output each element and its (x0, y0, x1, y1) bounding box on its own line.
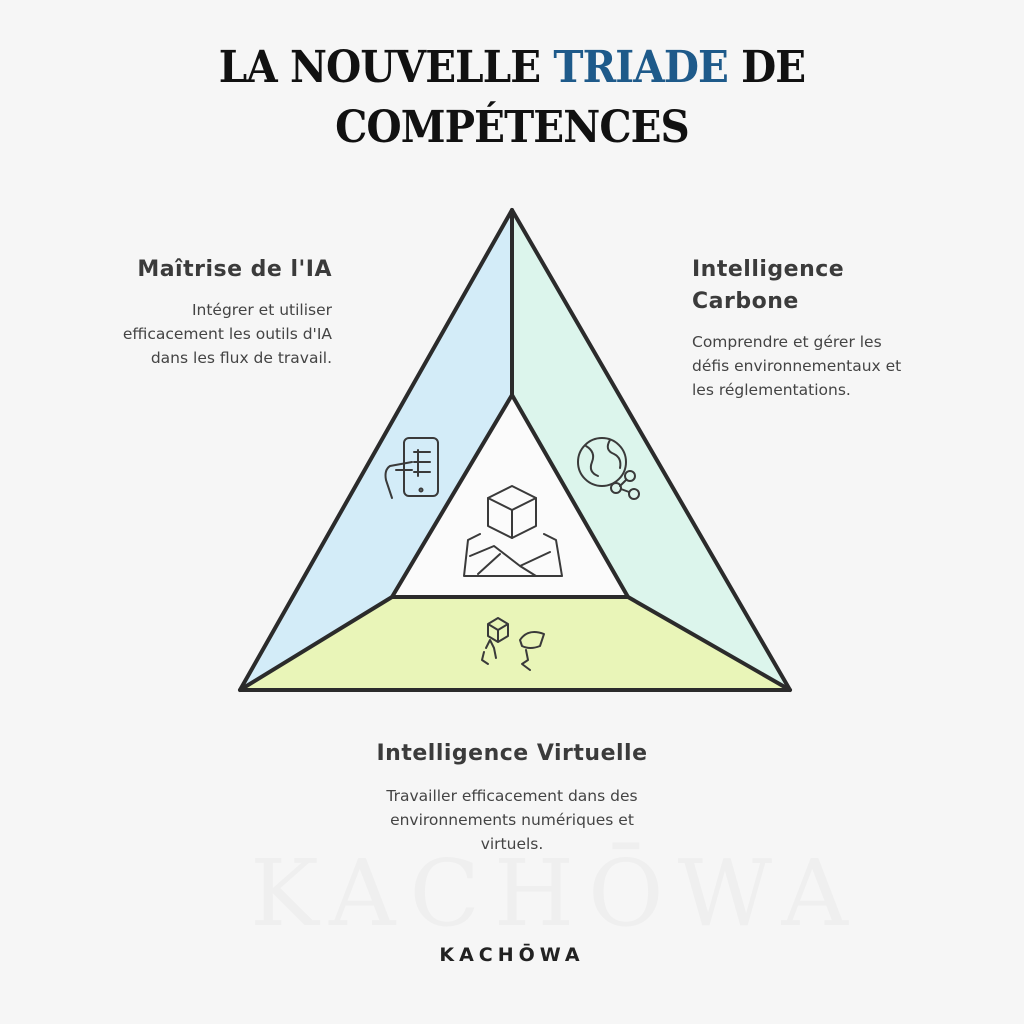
triangle-outline (238, 208, 792, 692)
page-title: LA NOUVELLE TRIADE DE COMPÉTENCES (41, 38, 983, 158)
title-part-1: LA NOUVELLE (218, 42, 541, 93)
cube-map-icon (463, 485, 563, 577)
skill-virtual: Intelligence Virtuelle Travailler effica… (362, 738, 662, 856)
watermark: KACHŌWA (250, 840, 862, 947)
globe-share-icon (577, 437, 640, 500)
title-part-2: DE COMPÉTENCES (335, 42, 806, 153)
phone-hand-icon (384, 437, 439, 499)
skill-carbon: Intelligence Carbone Comprendre et gérer… (692, 254, 922, 402)
virtual-region (240, 597, 790, 690)
title-accent: TRIADE (553, 42, 728, 93)
vr-interaction-icon (481, 617, 545, 671)
skill-ai-title: Maîtrise de l'IA (137, 257, 332, 282)
skill-carbon-title: Intelligence Carbone (692, 257, 845, 314)
skill-ai-description: Intégrer et utiliser efficacement les ou… (122, 301, 332, 367)
center-region (392, 395, 628, 597)
skill-virtual-title: Intelligence Virtuelle (376, 741, 648, 766)
skill-ai: Maîtrise de l'IA Intégrer et utiliser ef… (100, 254, 332, 370)
skill-carbon-description: Comprendre et gérer les défis environnem… (692, 333, 902, 399)
skill-virtual-description: Travailler efficacement dans des environ… (386, 787, 638, 853)
brand-logo: KACHŌWA (439, 944, 585, 966)
